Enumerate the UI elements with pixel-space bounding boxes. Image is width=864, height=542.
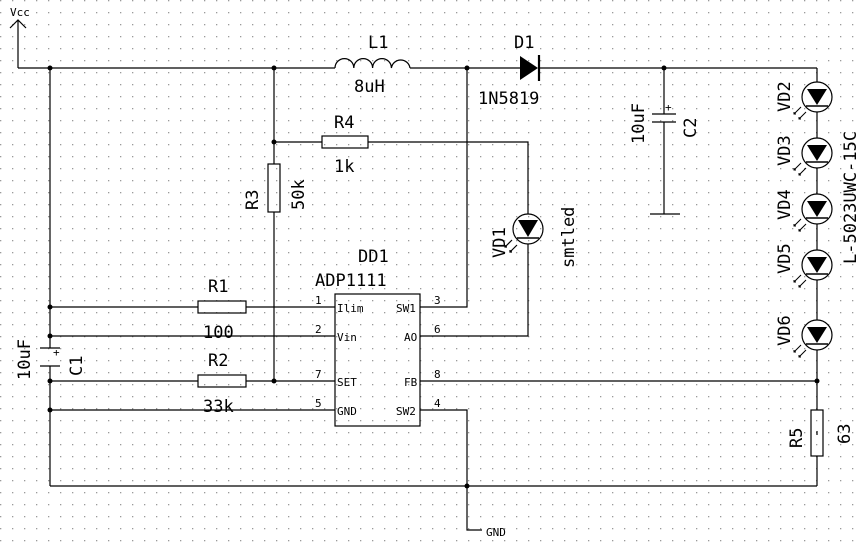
gnd-label: GND — [486, 526, 506, 539]
junctions — [47, 65, 820, 489]
c2-wire-bottom — [650, 122, 680, 215]
led-string-value: L-5023UWC-15C — [841, 131, 861, 264]
c2-value: 10uF — [629, 103, 649, 144]
c1-name: C1 — [67, 356, 87, 376]
led-vd1 — [504, 213, 544, 253]
l1-value: 8uH — [354, 77, 385, 97]
led-vd3 — [793, 137, 833, 176]
vd1-name: VD1 — [490, 227, 510, 258]
c2-name: C2 — [681, 118, 701, 138]
c1-value: 10uF — [15, 339, 35, 380]
l1-name: L1 — [368, 33, 388, 53]
pin-8-name: FB — [404, 376, 418, 389]
resistor-r4 — [321, 135, 369, 149]
dd1-name: DD1 — [358, 247, 389, 267]
pin-7-number: 7 — [315, 368, 322, 381]
vcc-symbol — [9, 19, 27, 68]
r2-value: 33k — [203, 397, 234, 417]
d1-name: D1 — [514, 33, 534, 53]
d1-value: 1N5819 — [478, 89, 539, 109]
r5-name: R5 — [787, 428, 807, 448]
c2-plus: + — [665, 101, 672, 114]
pin-4-name: SW2 — [396, 405, 416, 418]
pin-3-name: SW1 — [396, 302, 416, 315]
vd6-label: VD6 — [775, 315, 795, 346]
led-string — [793, 81, 833, 358]
pin-1-number: 1 — [315, 294, 322, 307]
diode-d1 — [520, 55, 541, 81]
r4-value: 1k — [334, 157, 354, 177]
pin-2-name: Vin — [337, 331, 357, 344]
r1-name: R1 — [208, 277, 228, 297]
vd3-label: VD3 — [775, 135, 795, 166]
wires — [9, 19, 818, 531]
led-vd6 — [793, 319, 833, 358]
inductor-l1 — [334, 58, 411, 69]
r3-name: R3 — [243, 190, 263, 210]
pin-8-number: 8 — [434, 368, 441, 381]
r3-value: 50k — [289, 179, 309, 210]
ic-dd1-body — [334, 293, 421, 427]
vcc-label: Vcc — [10, 6, 30, 19]
pin-5-name: GND — [337, 405, 357, 418]
vd1-value: smtled — [559, 207, 579, 268]
labels: Vcc GND L1 8uH D1 1N5819 R4 1k R3 50k VD… — [10, 6, 861, 539]
ic-pins: 1 Ilim 2 Vin 7 SET 5 GND 3 SW1 6 AO 8 FB… — [315, 294, 441, 418]
pin-2-number: 2 — [315, 323, 322, 336]
vd2-label: VD2 — [775, 81, 795, 112]
r4-name: R4 — [334, 113, 354, 133]
resistor-r1 — [197, 300, 247, 314]
vd4-label: VD4 — [775, 189, 795, 220]
led-vd4 — [793, 193, 833, 232]
pin-6-number: 6 — [434, 323, 441, 336]
sw2-wire — [420, 409, 482, 531]
sw1-wire — [420, 68, 468, 308]
vd5-label: VD5 — [775, 243, 795, 274]
c1-plus: + — [53, 346, 60, 359]
r5-value: 63 — [835, 424, 855, 444]
pin-3-number: 3 — [434, 294, 441, 307]
resistor-r5 — [810, 409, 824, 457]
led-vd5 — [793, 249, 833, 288]
resistor-r3 — [267, 163, 281, 213]
pin-1-name: Ilim — [337, 302, 364, 315]
r1-value: 100 — [203, 323, 234, 343]
pin-7-name: SET — [337, 376, 357, 389]
r4-wire-right — [368, 141, 529, 214]
led-vd2 — [793, 81, 833, 120]
dd1-value: ADP1111 — [315, 271, 387, 291]
ao-wire — [420, 244, 529, 337]
resistor-r2 — [197, 374, 247, 388]
pin-6-name: AO — [404, 331, 417, 344]
pin-4-number: 4 — [434, 397, 441, 410]
pin-5-number: 5 — [315, 397, 322, 410]
r2-name: R2 — [208, 351, 228, 371]
